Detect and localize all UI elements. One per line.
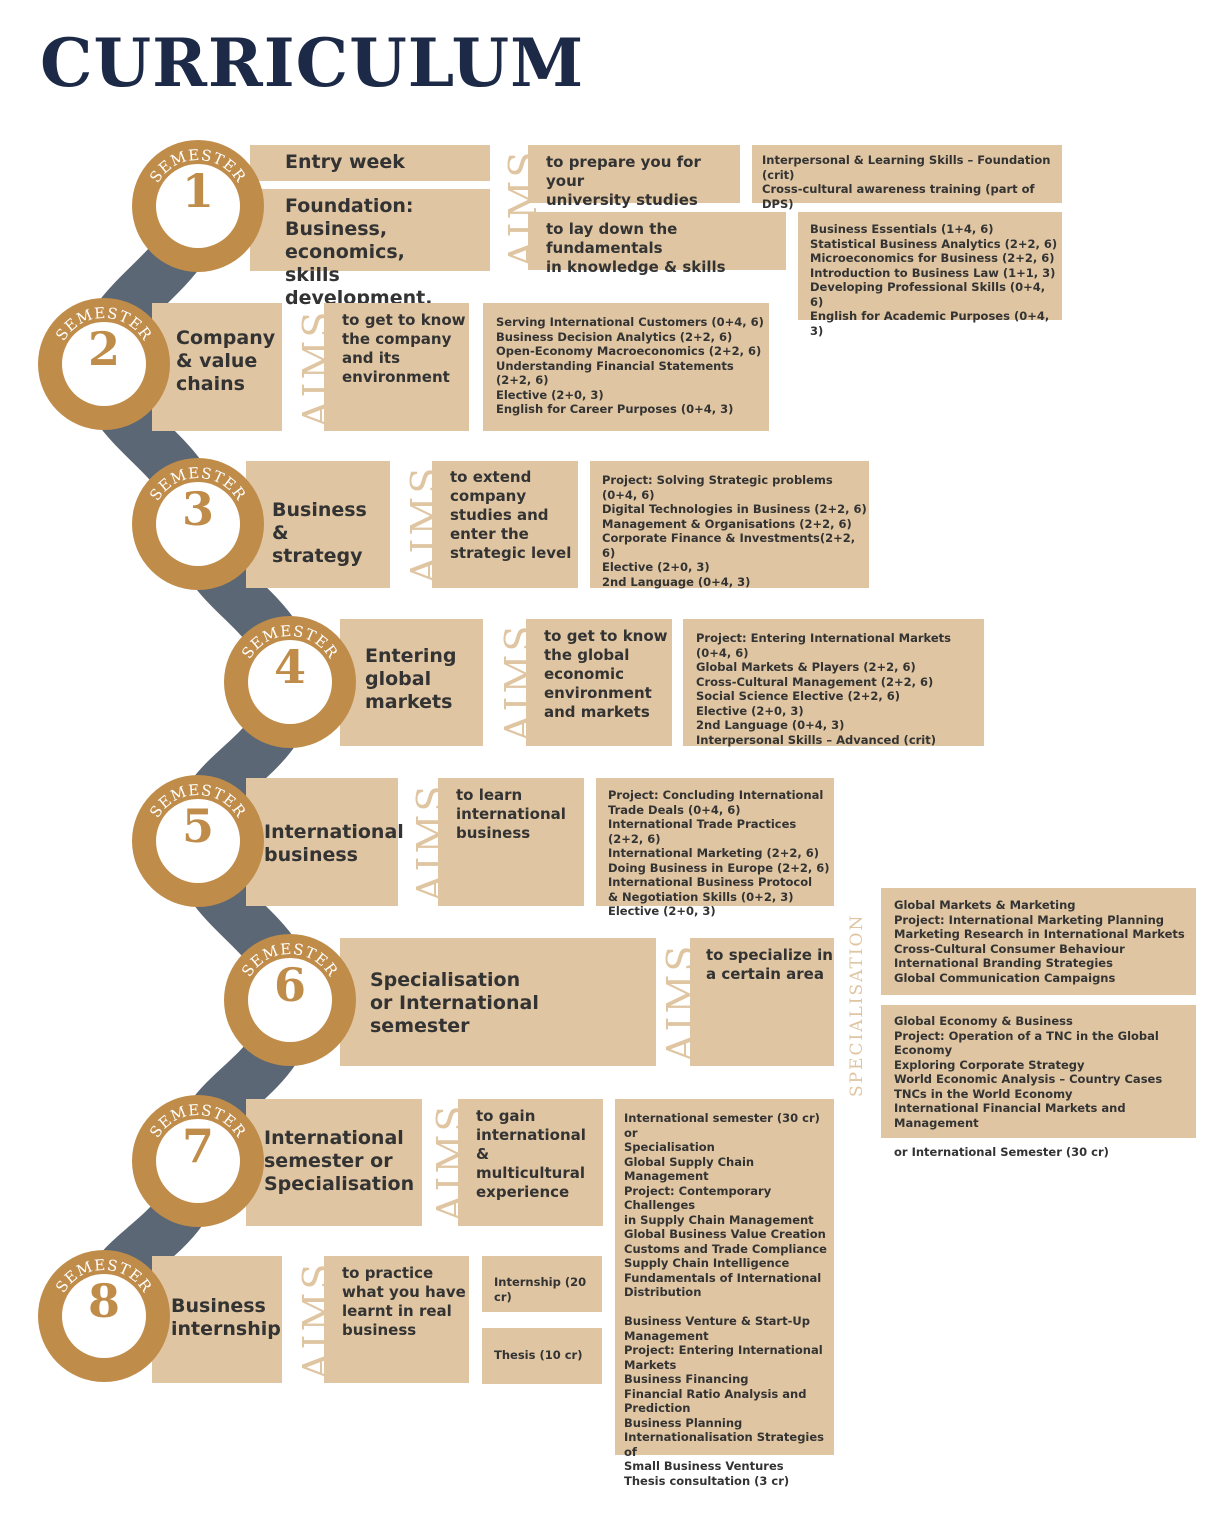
sem6-aim-box: to specialize in a certain area	[690, 938, 834, 1066]
semester-2-badge: SEMESTER 2	[36, 296, 172, 432]
sem1-courses2-box: Business Essentials (1+4, 6) Statistical…	[798, 212, 1062, 338]
semester-4-badge: SEMESTER 4	[222, 614, 358, 750]
sem1-aim2-box: to lay down the fundamentals in knowledg…	[528, 212, 786, 276]
sem1-label: Foundation: Business, economics, skills …	[285, 195, 433, 309]
sem4-label-box: Entering global markets	[340, 619, 483, 746]
sem2-courses-box: Serving International Customers (0+4, 6)…	[483, 303, 769, 431]
semester-1-badge: SEMESTER 1	[130, 138, 266, 274]
page-title: CURRICULUM	[40, 24, 585, 102]
sem7-label: International semester or Specialisation	[264, 1127, 415, 1195]
sem3-aim: to extend company studies and enter the …	[450, 468, 572, 562]
sem7-aim-box: to gain international & multicultural ex…	[458, 1099, 603, 1226]
sem8-label-box: Business internship	[152, 1256, 282, 1383]
sem1-courses1-box: Interpersonal & Learning Skills – Founda…	[752, 145, 1062, 211]
semester-5-number: 5	[181, 799, 214, 853]
semester-8-number: 8	[87, 1274, 120, 1328]
sem7-courses: International semester (30 cr) or Specia…	[624, 1111, 827, 1488]
sem1-aim1: to prepare you for your university studi…	[546, 153, 701, 209]
sem1-entry-label: Entry week	[285, 151, 405, 173]
sem3-courses-box: Project: Solving Strategic problems (0+4…	[590, 461, 869, 589]
sem7-aim: to gain international & multicultural ex…	[476, 1107, 586, 1201]
semester-6-badge: SEMESTER 6	[222, 932, 358, 1068]
sem1-label-box: Foundation: Business, economics, skills …	[250, 189, 490, 309]
sem4-aim: to get to know the global economic envir…	[544, 627, 668, 721]
sem4-courses: Project: Entering International Markets …	[696, 631, 952, 747]
semester-3-number: 3	[181, 482, 214, 536]
sem4-aim-box: to get to know the global economic envir…	[526, 619, 672, 746]
semester-1-number: 1	[181, 164, 214, 218]
sem6-courses2-box: Global Economy & Business Project: Opera…	[881, 1005, 1196, 1159]
sem2-aim-box: to get to know the company and its envir…	[324, 303, 469, 431]
sem5-label-box: International business	[246, 778, 404, 906]
sem7-courses-box: International semester (30 cr) or Specia…	[615, 1099, 834, 1488]
sem3-aim-box: to extend company studies and enter the …	[432, 461, 578, 588]
sem8-internship-box: Internship (20 cr)	[482, 1256, 602, 1312]
sem1-aim1-box: to prepare you for your university studi…	[528, 145, 740, 209]
sem6-courses2: Global Economy & Business Project: Opera…	[894, 1014, 1163, 1159]
sem5-aim-box: to learn international business	[438, 778, 584, 906]
sem1-courses1: Interpersonal & Learning Skills – Founda…	[762, 153, 1051, 211]
sem8-aim: to practice what you have learnt in real…	[342, 1264, 466, 1339]
sem1-aim2: to lay down the fundamentals in knowledg…	[546, 220, 726, 276]
sem8-aim-box: to practice what you have learnt in real…	[324, 1256, 469, 1383]
sem4-label: Entering global markets	[365, 645, 457, 713]
semester-2-number: 2	[87, 322, 120, 376]
sem5-courses: Project: Concluding International Trade …	[608, 788, 830, 918]
sem4-courses-box: Project: Entering International Markets …	[683, 619, 984, 747]
sem2-label: Company & value chains	[176, 327, 276, 395]
sem5-label: International business	[264, 821, 404, 866]
semester-5-badge: SEMESTER 5	[130, 773, 266, 909]
sem5-aim: to learn international business	[456, 786, 566, 842]
semester-3-badge: SEMESTER 3	[130, 456, 266, 592]
semester-8-badge: SEMESTER 8	[36, 1248, 172, 1384]
semester-7-badge: SEMESTER 7	[130, 1093, 266, 1229]
sem2-courses: Serving International Customers (0+4, 6)…	[496, 315, 764, 416]
sem1-courses2: Business Essentials (1+4, 6) Statistical…	[810, 222, 1058, 338]
sem8-internship: Internship (20 cr)	[494, 1275, 587, 1304]
specialisation-word: SPECIALISATION	[847, 913, 867, 1097]
semester-7-number: 7	[181, 1119, 214, 1173]
sem8-thesis-box: Thesis (10 cr)	[482, 1328, 602, 1384]
sem3-label-box: Business & strategy	[246, 461, 390, 588]
sem6-label: Specialisation or International semester	[370, 969, 539, 1037]
sem8-label: Business internship	[171, 1295, 281, 1340]
sem3-courses: Project: Solving Strategic problems (0+4…	[602, 473, 867, 589]
sem6-label-box: Specialisation or International semester	[340, 938, 656, 1066]
sem2-aim: to get to know the company and its envir…	[342, 311, 466, 386]
sem6-courses1: Global Markets & Marketing Project: Inte…	[894, 898, 1185, 985]
sem2-label-box: Company & value chains	[152, 303, 282, 431]
sem6-aim: to specialize in a certain area	[706, 946, 833, 983]
sem1-entry-box: Entry week	[250, 145, 490, 181]
sem8-thesis: Thesis (10 cr)	[494, 1348, 583, 1362]
semester-6-number: 6	[273, 958, 306, 1012]
sem6-courses1-box: Global Markets & Marketing Project: Inte…	[881, 888, 1196, 995]
semester-4-number: 4	[273, 640, 306, 694]
sem7-label-box: International semester or Specialisation	[246, 1099, 422, 1226]
sem5-courses-box: Project: Concluding International Trade …	[596, 778, 834, 918]
sem3-label: Business & strategy	[272, 499, 367, 567]
